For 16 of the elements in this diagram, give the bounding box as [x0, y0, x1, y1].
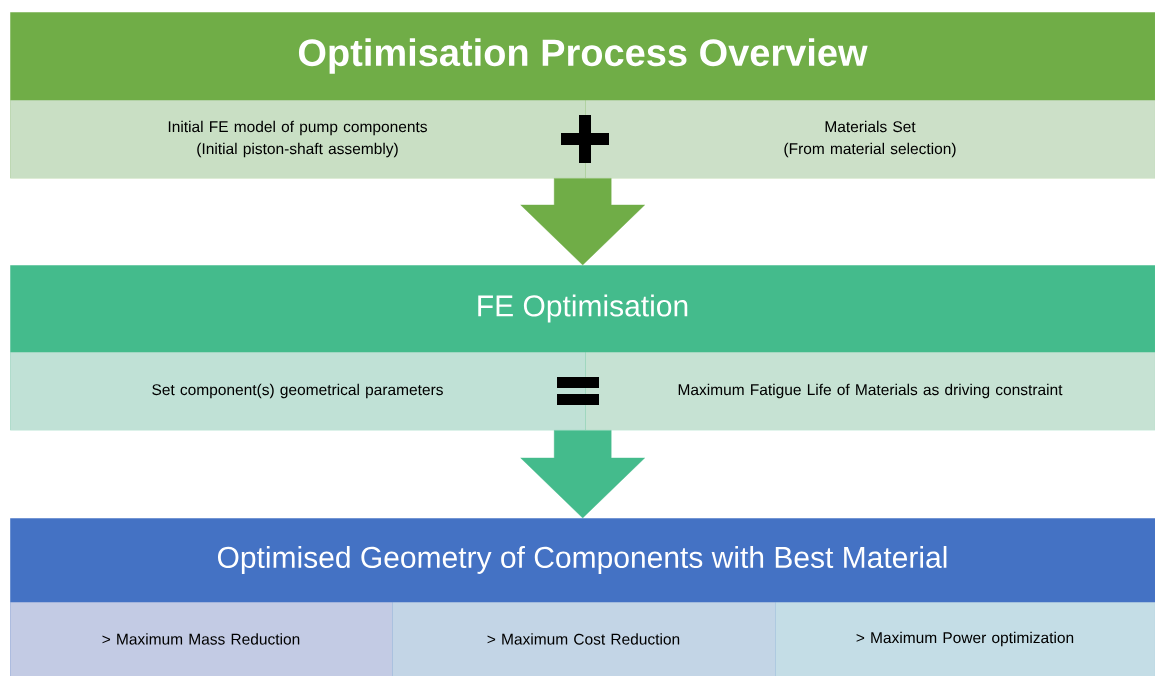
cell-text: Initial FE model of pump components (Initial piston-shaft assembly)	[168, 120, 427, 158]
cell	[10, 100, 586, 179]
cell-text: > Maximum Cost Reduction	[487, 633, 680, 645]
block-arrow	[520, 178, 645, 266]
cell	[10, 602, 393, 676]
cell-text: > Maximum Mass Reduction	[102, 633, 300, 645]
cell	[585, 100, 1155, 179]
cell-text: > Maximum Power optimization	[856, 631, 1074, 647]
block-arrow	[520, 430, 645, 519]
cell-text: Set component(s) geometrical parameters	[152, 383, 443, 399]
cell	[10, 352, 586, 431]
cell	[775, 602, 1155, 676]
cell-text: Materials Set (From material selection)	[784, 120, 956, 158]
cell-text: Maximum Fatigue Life of Materials as driving constraint	[678, 383, 1063, 399]
cell	[392, 602, 776, 676]
cell	[585, 352, 1155, 431]
